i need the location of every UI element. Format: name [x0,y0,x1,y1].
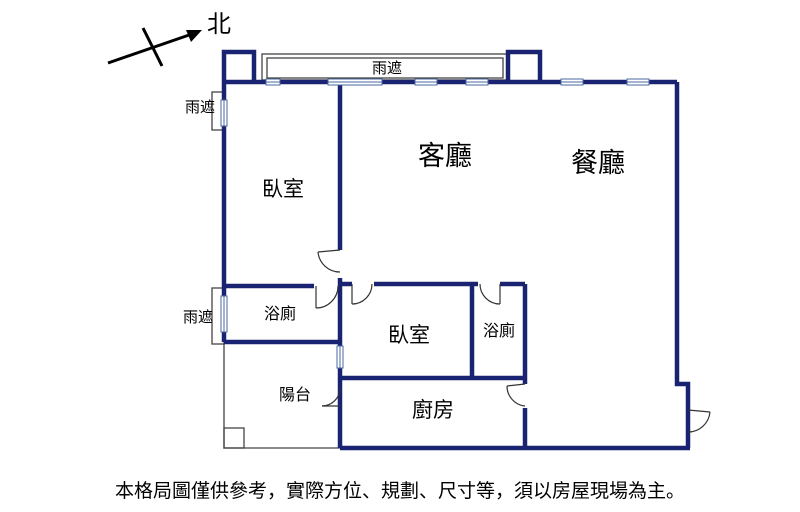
north-compass-icon [107,27,202,67]
room-label-living-room: 客廳 [418,141,472,172]
room-label-dining-room: 餐廳 [571,148,625,179]
room-label-bedroom-1: 臥室 [262,177,304,201]
awning-label-top: 雨遮 [372,59,402,77]
room-label-balcony: 陽台 [279,385,311,404]
awning-label-left-upper: 雨遮 [185,98,215,116]
doors [315,249,711,433]
room-label-bathroom-2: 浴廁 [483,321,515,340]
awning-label-left-lower: 雨遮 [183,308,213,326]
awning-outlines [211,53,509,449]
room-label-bedroom-2: 臥室 [388,323,430,347]
window-mullions [223,81,649,368]
room-label-kitchen: 廚房 [412,398,454,422]
windows [220,78,650,369]
compass-north-label: 北 [207,10,231,38]
room-label-bathroom-1: 浴廁 [264,304,296,323]
disclaimer-text: 本格局圖僅供參考，實際方位、規劃、尺寸等，須以房屋現場為主。 [114,480,685,502]
